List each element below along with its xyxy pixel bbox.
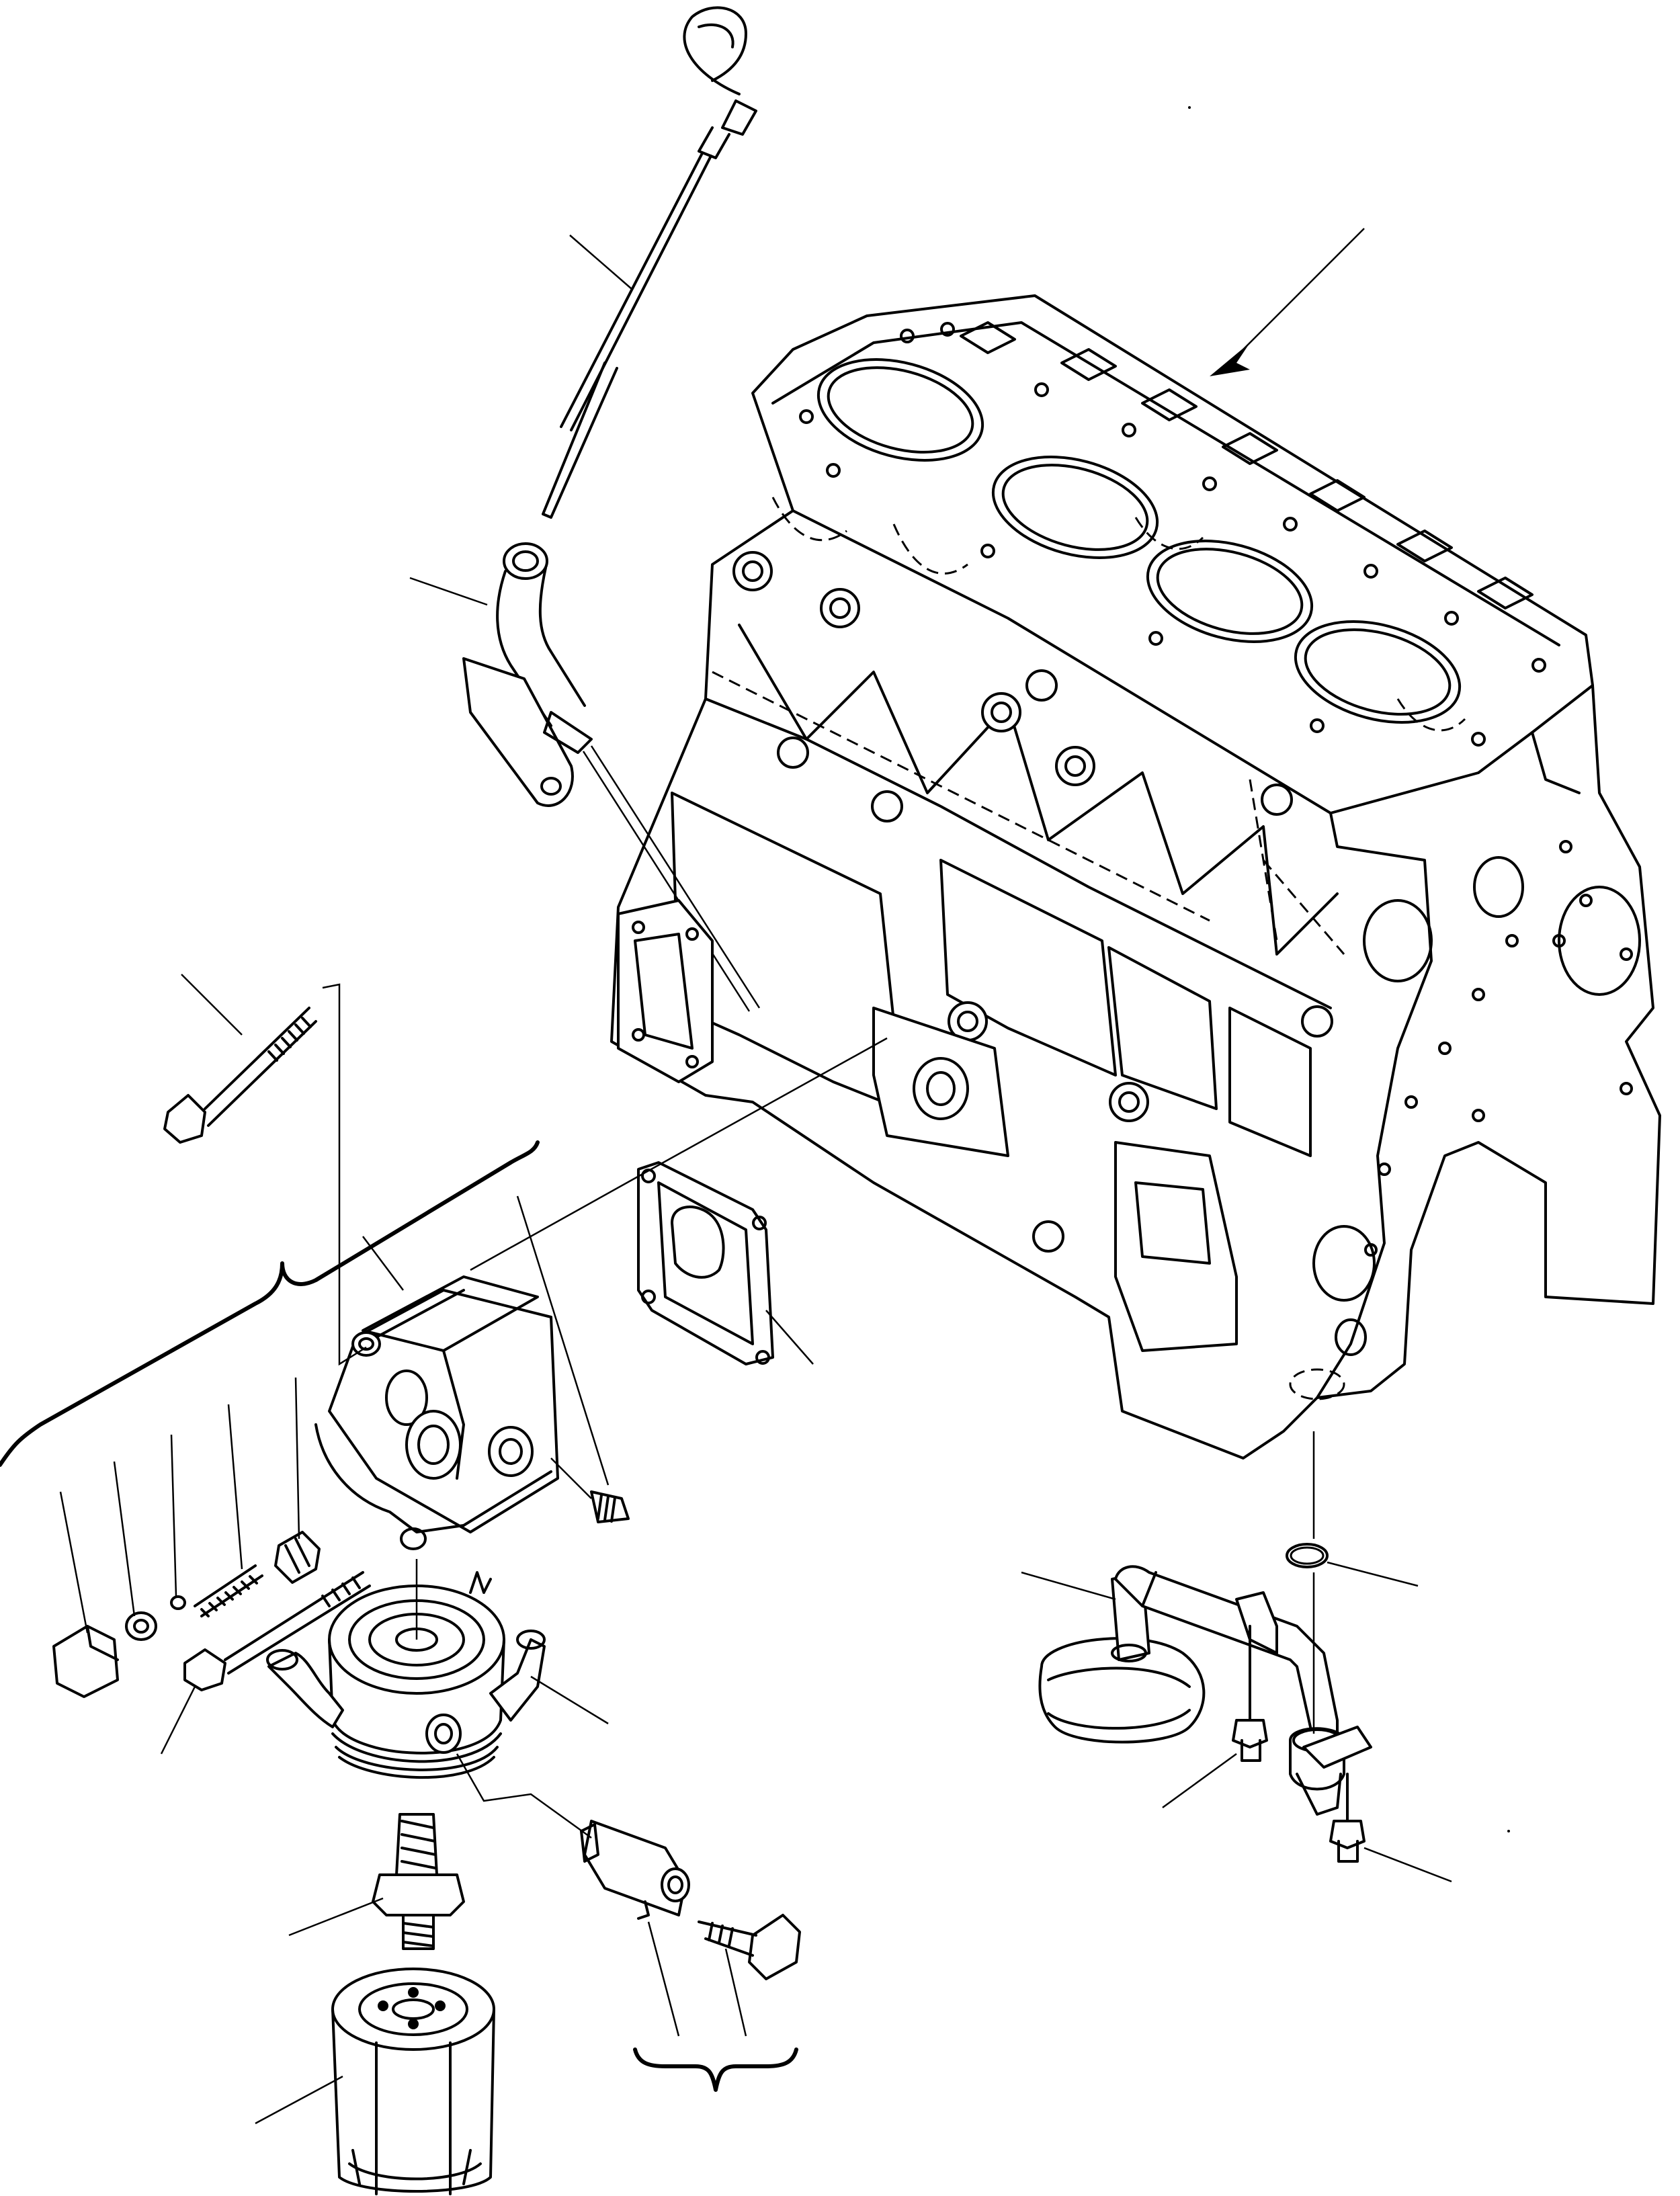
relief-valve-spring xyxy=(194,1564,263,1617)
dipstick xyxy=(542,6,757,519)
leader-oil-strainer xyxy=(1021,1571,1116,1601)
leader-union xyxy=(456,1753,747,2037)
cylinder-block xyxy=(610,294,1661,1460)
leader-center-bolt xyxy=(288,1897,384,1937)
leader-relief-parts xyxy=(59,1377,300,1634)
leader-oil-cooler xyxy=(530,1675,609,1725)
oil-filter-head xyxy=(314,1275,630,1550)
group-brace-filter-head xyxy=(0,1140,540,1467)
relief-valve xyxy=(274,1531,321,1584)
leader-mounting-bolt-2 xyxy=(1363,1847,1452,1883)
leader-gasket xyxy=(470,1037,888,1365)
leader-oil-filter xyxy=(255,2075,343,2125)
long-bolt-top xyxy=(163,1007,317,1144)
oil-filter-cartridge xyxy=(331,1968,495,2195)
leader-dipstick xyxy=(569,235,632,290)
mounting-bolt-2 xyxy=(1329,1773,1366,1863)
leader-cylinder-block xyxy=(1210,228,1365,376)
gasket xyxy=(637,1161,774,1365)
oil-cooler xyxy=(266,1559,546,1779)
oil-strainer xyxy=(1038,1565,1372,1816)
relief-valve-plug xyxy=(52,1625,119,1698)
leader-long-bolt xyxy=(181,974,367,1366)
mounting-bolt-1 xyxy=(1232,1625,1268,1762)
long-bolt-cooler xyxy=(160,1571,371,1755)
leader-o-ring xyxy=(1327,1561,1419,1587)
union-adapter xyxy=(580,1820,690,1920)
union-bolt xyxy=(698,1914,801,1980)
dipstick-guide-tube xyxy=(462,542,761,1012)
relief-valve-ball xyxy=(170,1595,186,1610)
o-ring xyxy=(1286,1431,1329,1734)
center-bolt xyxy=(372,1813,465,1950)
leader-guide-tube xyxy=(409,577,488,606)
relief-valve-washer xyxy=(125,1611,157,1641)
leader-mounting-bolt-1 xyxy=(1162,1752,1237,1809)
group-brace-union xyxy=(633,2047,798,2092)
